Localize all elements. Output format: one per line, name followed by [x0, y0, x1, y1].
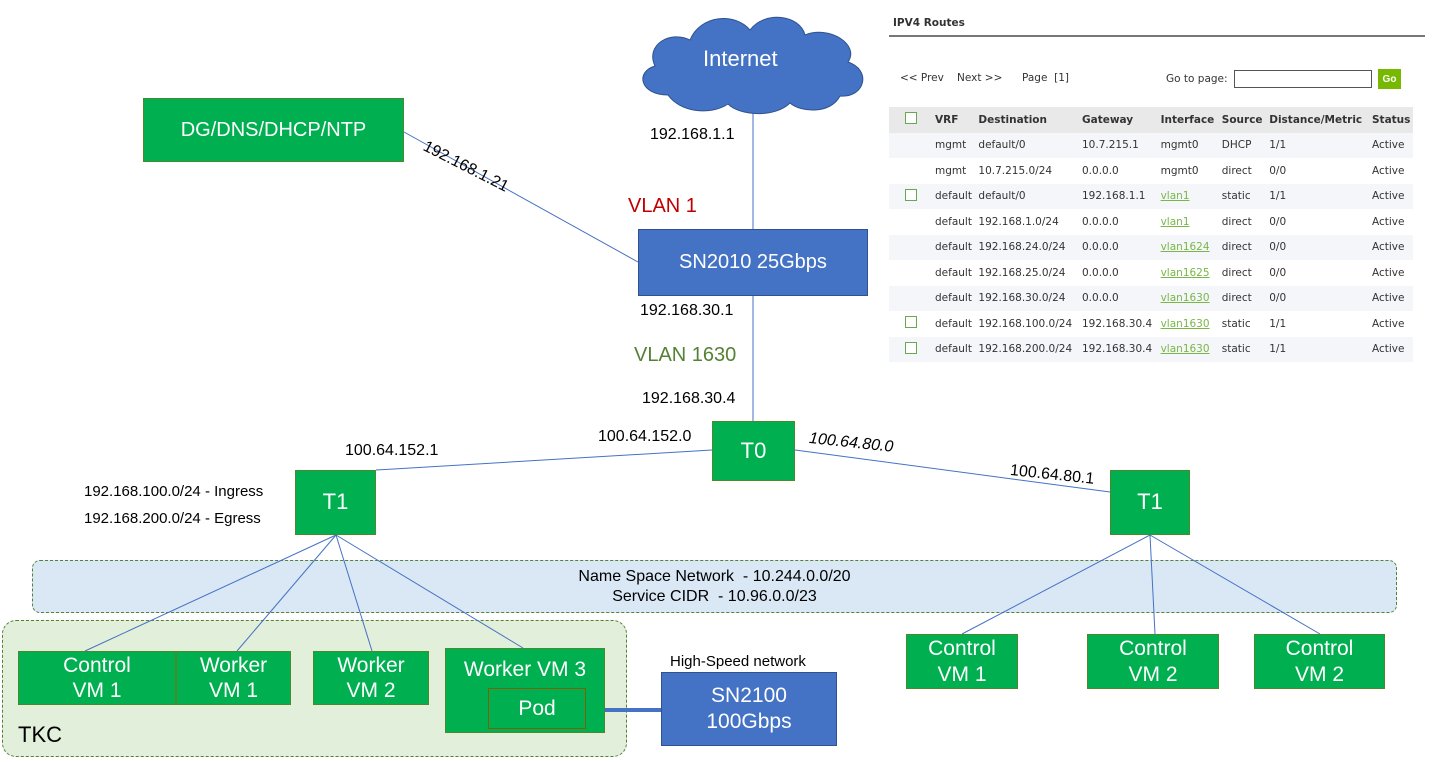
- tkc-label: TKC: [18, 722, 62, 747]
- interface-link[interactable]: vlan1625: [1160, 266, 1210, 279]
- t1-left-router: T1: [295, 470, 376, 535]
- service-cidr-label: Service CIDR - 10.96.0.0/23: [612, 588, 817, 605]
- dg-dns-dhcp-ntp-box: DG/DNS/DHCP/NTP: [143, 98, 404, 162]
- routes-title: IPV4 Routes: [893, 17, 965, 29]
- page-indicator: Page [1]: [1022, 72, 1069, 84]
- link-dg-sn2010: [403, 131, 639, 263]
- vlan1630-label: VLAN 1630: [634, 344, 737, 366]
- t1-right-router: T1: [1110, 470, 1190, 535]
- t1-left-ip: 100.64.152.1: [345, 442, 439, 459]
- prev-link[interactable]: << Prev: [900, 72, 944, 84]
- t0-uplink-ip: 192.168.30.4: [642, 390, 736, 407]
- internet-label: Internet: [703, 46, 778, 71]
- link-t0-t1-right: [794, 449, 1111, 493]
- select-all-checkbox[interactable]: [905, 112, 917, 125]
- namespace-network-band: Name Space Network - 10.244.0.0/20 Servi…: [32, 560, 1397, 613]
- high-speed-label: High-Speed network: [670, 653, 806, 670]
- next-link[interactable]: Next >>: [957, 72, 1003, 84]
- interface-link[interactable]: vlan1630: [1156, 336, 1218, 362]
- title-divider: [889, 35, 1425, 37]
- routes-table: VRF Destination Gateway Interface Source…: [889, 107, 1413, 362]
- goto-page-input[interactable]: [1234, 70, 1372, 88]
- pod-box: Pod: [488, 688, 586, 729]
- sn2010-ip: 192.168.30.1: [640, 302, 734, 319]
- link-t0-t1-left: [375, 449, 713, 471]
- goto-label: Go to page:: [1166, 73, 1228, 85]
- namespace-label: Name Space Network - 10.244.0.0/20: [578, 568, 851, 585]
- sn2010-switch: SN2010 25Gbps: [638, 229, 868, 296]
- cloud-icon: [642, 16, 864, 115]
- interface-link[interactable]: vlan1: [1160, 215, 1190, 228]
- go-button[interactable]: Go: [1378, 69, 1401, 89]
- egress-label: 192.168.200.0/24 - Egress: [84, 510, 261, 527]
- table-header: VRF Destination Gateway Interface Source…: [889, 107, 1413, 133]
- internet-ip: 192.168.1.1: [650, 126, 735, 143]
- interface-link[interactable]: vlan1624: [1156, 234, 1218, 260]
- row-checkbox[interactable]: [905, 341, 917, 354]
- row-checkbox[interactable]: [905, 316, 917, 329]
- t0-left-ip: 100.64.152.0: [598, 428, 692, 445]
- interface-link[interactable]: vlan1630: [1160, 317, 1210, 330]
- row-checkbox[interactable]: [905, 188, 917, 201]
- vlan1-label: VLAN 1: [628, 195, 697, 217]
- interface-link[interactable]: vlan1630: [1156, 285, 1218, 311]
- t0-router: T0: [712, 421, 795, 481]
- ingress-label: 192.168.100.0/24 - Ingress: [84, 483, 264, 500]
- interface-link[interactable]: vlan1: [1156, 183, 1218, 209]
